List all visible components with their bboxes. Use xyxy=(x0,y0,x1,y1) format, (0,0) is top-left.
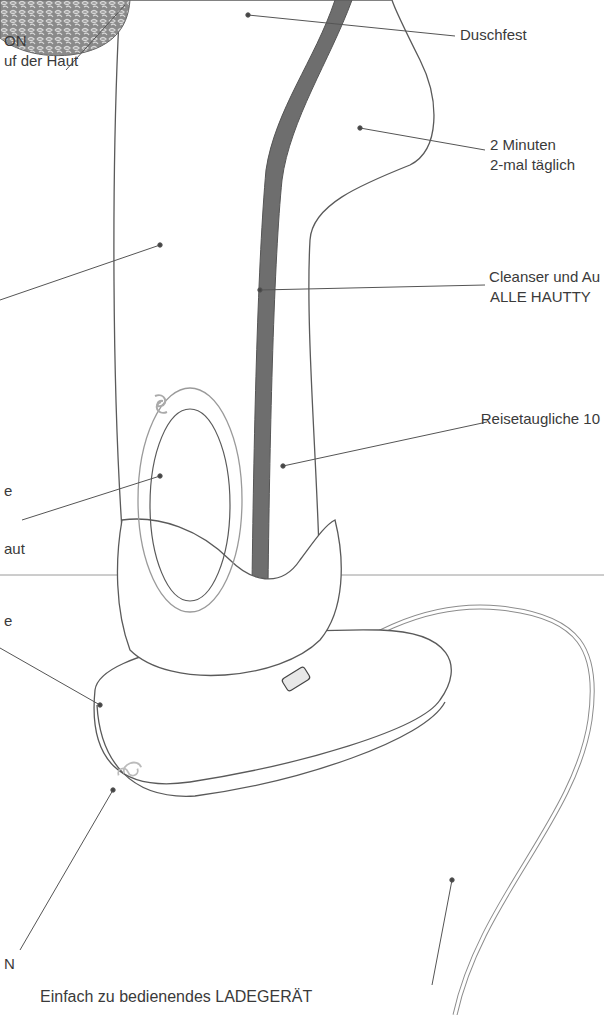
charging-cradle xyxy=(117,519,341,675)
callout-label: Duschfest xyxy=(460,26,527,44)
handle-body xyxy=(114,0,434,585)
button-logo xyxy=(155,395,167,413)
leader-lines xyxy=(0,5,487,985)
side-stripe xyxy=(252,0,352,585)
callout-label: ALLE HAUTTY xyxy=(490,288,591,306)
callout-label: Cleanser und Au xyxy=(489,268,600,286)
callout-label: 2-mal täglich xyxy=(490,156,575,174)
callout-label: e xyxy=(4,612,12,630)
base-logo xyxy=(116,760,143,780)
callout-label: e xyxy=(4,482,12,500)
brush-head xyxy=(0,0,130,56)
callout-label: 2 Minuten xyxy=(490,136,556,154)
button-inner xyxy=(150,409,230,601)
charger-plug xyxy=(281,666,310,692)
callout-label: Reisetaugliche 10 xyxy=(481,410,600,428)
callout-label: ON xyxy=(4,32,27,50)
callout-label: Einfach zu bedienendes LADEGERÄT xyxy=(40,988,312,1006)
button-ring xyxy=(138,388,242,612)
callout-label: N xyxy=(4,955,15,973)
callout-label: aut xyxy=(4,540,25,558)
base-edge xyxy=(97,702,445,796)
callout-label: uf der Haut xyxy=(4,52,78,70)
